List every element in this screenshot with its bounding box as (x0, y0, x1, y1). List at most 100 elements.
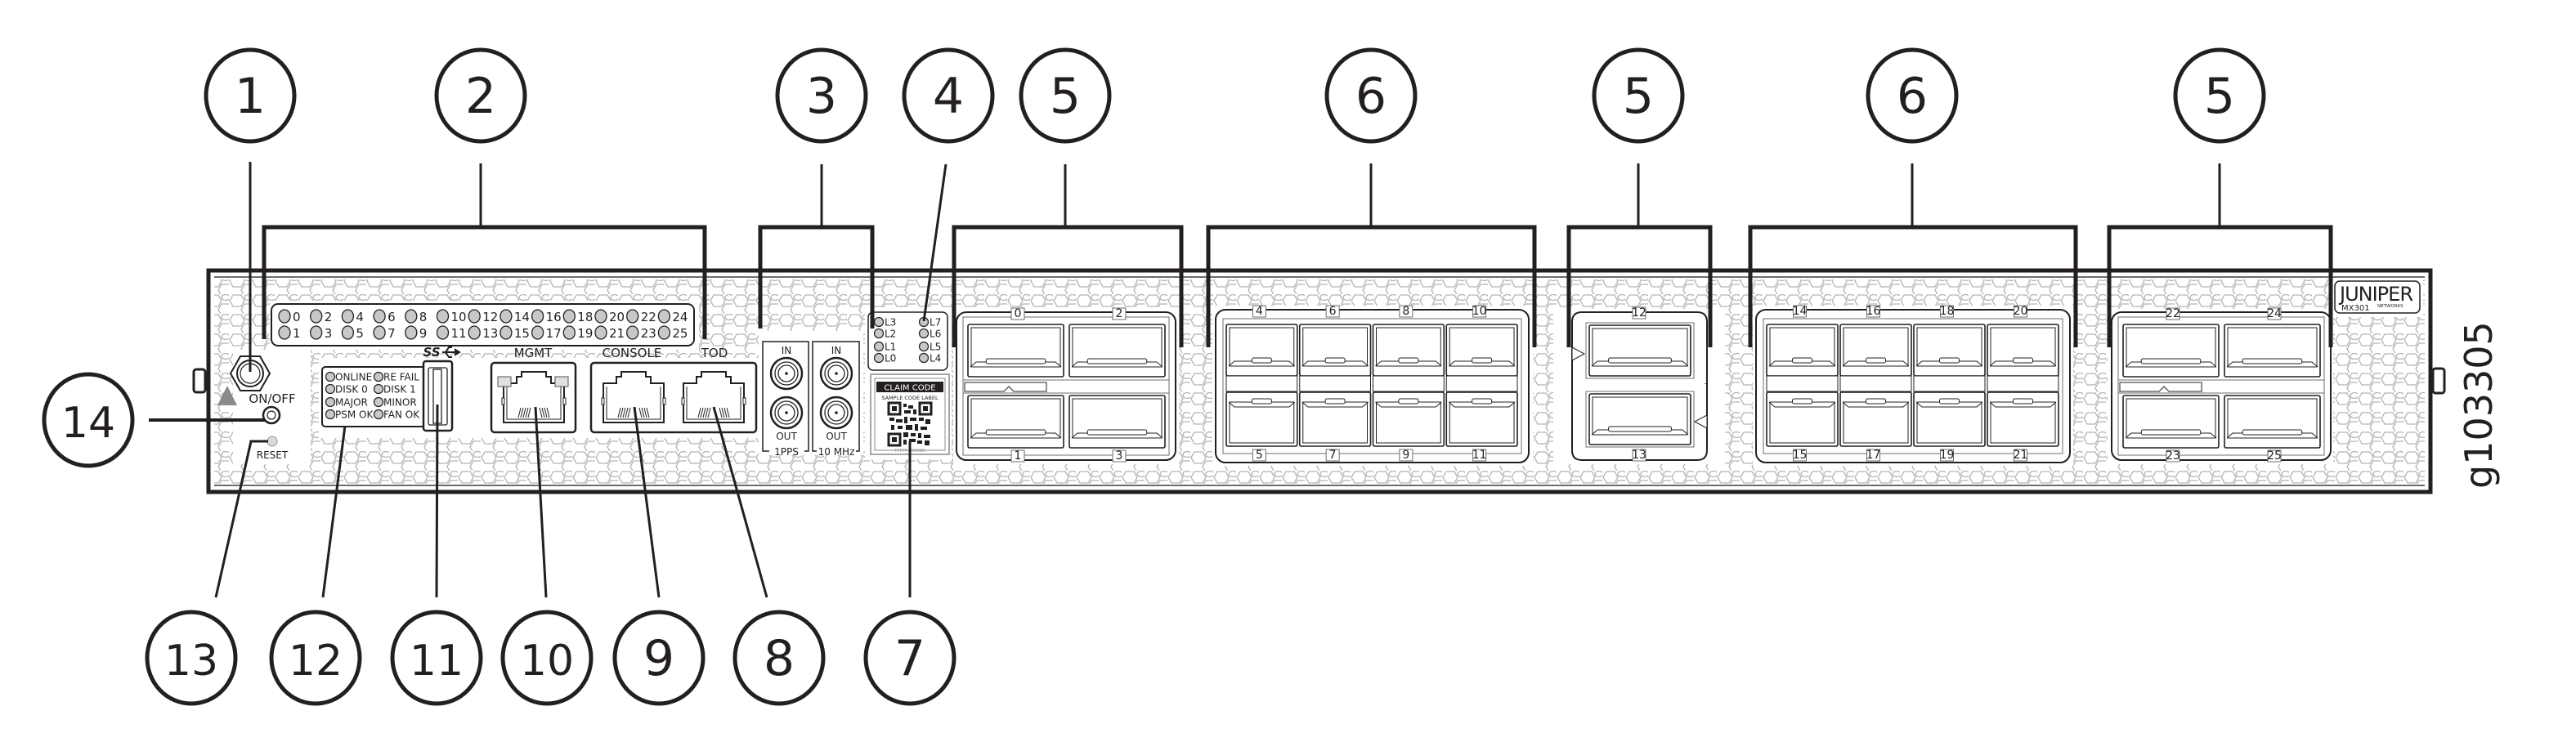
port-led (657, 309, 671, 324)
port-cage[interactable] (967, 395, 1064, 449)
callout-number: 14 (61, 399, 115, 448)
coax-1pps-in[interactable] (769, 356, 804, 391)
mgmt-port[interactable] (501, 371, 567, 423)
port-led (341, 309, 355, 324)
port-led-label: 22 (641, 310, 656, 324)
mhz-out-label: OUT (826, 431, 847, 442)
port-cage[interactable] (1225, 324, 1298, 377)
port-cage[interactable] (1588, 324, 1691, 377)
power-button[interactable] (262, 405, 281, 425)
port-led (278, 309, 291, 324)
port-cage[interactable] (1445, 391, 1518, 447)
port-cage[interactable] (1913, 324, 1986, 377)
lane-led-label: L2 (885, 329, 896, 340)
reset-button-label: RESET (257, 449, 289, 461)
port-cage[interactable] (2122, 324, 2220, 378)
port-number-label: 20 (2014, 305, 2028, 318)
brand-sub: NETWORKS (2377, 304, 2404, 309)
port-led (341, 325, 355, 340)
port-led-label: 20 (609, 310, 625, 324)
port-cage[interactable] (1445, 324, 1518, 377)
juniper-logo: JUNIPER MX301 NETWORKS (2334, 280, 2421, 314)
coax-10mhz-in[interactable] (819, 356, 853, 391)
coax-1pps-out[interactable] (769, 396, 804, 430)
port-number-label: 5 (1256, 449, 1263, 462)
port-cage[interactable] (1068, 324, 1166, 378)
port-cage[interactable] (1839, 391, 1912, 447)
port-led-label: 1 (293, 326, 301, 341)
port-cage[interactable] (1225, 391, 1298, 447)
lane-led (918, 341, 930, 352)
qr-code-icon (887, 401, 933, 447)
port-led-label: 0 (293, 310, 301, 324)
lane-led (873, 328, 885, 339)
left-mounting-ear (192, 368, 207, 394)
pps-in-label: IN (782, 345, 792, 356)
mgmt-activity-led (554, 376, 569, 387)
timing-connectors (762, 341, 860, 452)
port-cage[interactable] (1766, 391, 1839, 447)
port-cage[interactable] (1766, 324, 1839, 377)
port-led-label: 17 (546, 326, 562, 341)
port-cage[interactable] (1372, 391, 1445, 447)
port-number-label: 23 (2166, 449, 2180, 463)
port-number-label: 2 (1116, 307, 1123, 320)
callout-number: 6 (1355, 68, 1387, 125)
status-led (373, 371, 384, 382)
callout-3-timing-connectors: 3 (775, 47, 868, 144)
port-cage[interactable] (2224, 395, 2321, 449)
port-number-label: 7 (1329, 449, 1337, 462)
port-number-label: 4 (1256, 305, 1263, 318)
callout-12-system-status-leds: 12 (269, 610, 362, 706)
port-number-label: 16 (1866, 305, 1881, 318)
usb-trident-icon (442, 346, 461, 358)
port-cage[interactable] (1068, 395, 1166, 449)
callout-8-tod-port: 8 (732, 610, 826, 706)
right-mounting-ear (2431, 367, 2446, 395)
reset-button[interactable] (267, 436, 278, 447)
port-number-label: 13 (1632, 449, 1646, 462)
port-cage[interactable] (1588, 393, 1691, 445)
callout-number: 8 (764, 630, 795, 687)
port-led-label: 11 (451, 326, 467, 341)
callout-number: 10 (520, 637, 574, 686)
port-led-label: 16 (546, 310, 562, 324)
status-led-label: DISK 0 (335, 384, 368, 396)
port-cage[interactable] (2224, 324, 2321, 378)
claim-code-title: CLAIM CODE (884, 384, 935, 393)
lane-led-label: L1 (885, 342, 896, 353)
port-led-label: 2 (325, 310, 333, 324)
port-cage[interactable] (1298, 391, 1372, 447)
status-led-label: FAN OK (383, 409, 420, 421)
port-cage[interactable] (1839, 324, 1912, 377)
port-cage[interactable] (1987, 391, 2059, 447)
callout-5-ports-0-3: 5 (1019, 47, 1112, 144)
port-number-label: 21 (2014, 449, 2028, 462)
lane-led (918, 352, 930, 364)
status-led-label: MAJOR (335, 397, 368, 409)
port-cage[interactable] (1913, 391, 1986, 447)
status-led (373, 383, 384, 395)
port-cage[interactable] (967, 324, 1064, 378)
tod-port[interactable] (681, 371, 746, 423)
port-number-label: 22 (2166, 307, 2180, 320)
port-cage[interactable] (1298, 324, 1372, 377)
port-cage[interactable] (1987, 324, 2059, 377)
status-led-label: MINOR (383, 397, 417, 409)
coax-10mhz-out[interactable] (819, 396, 853, 430)
status-led (325, 396, 336, 408)
callout-6-ports-14-21: 6 (1866, 47, 1959, 144)
port-cage[interactable] (1372, 324, 1445, 377)
port-led (594, 309, 607, 324)
status-led-label: DISK 1 (383, 384, 416, 396)
console-port[interactable] (601, 371, 666, 423)
status-led-label: RE FAIL (383, 372, 419, 383)
port-number-label: 19 (1940, 449, 1955, 462)
port-cage[interactable] (2122, 395, 2220, 449)
